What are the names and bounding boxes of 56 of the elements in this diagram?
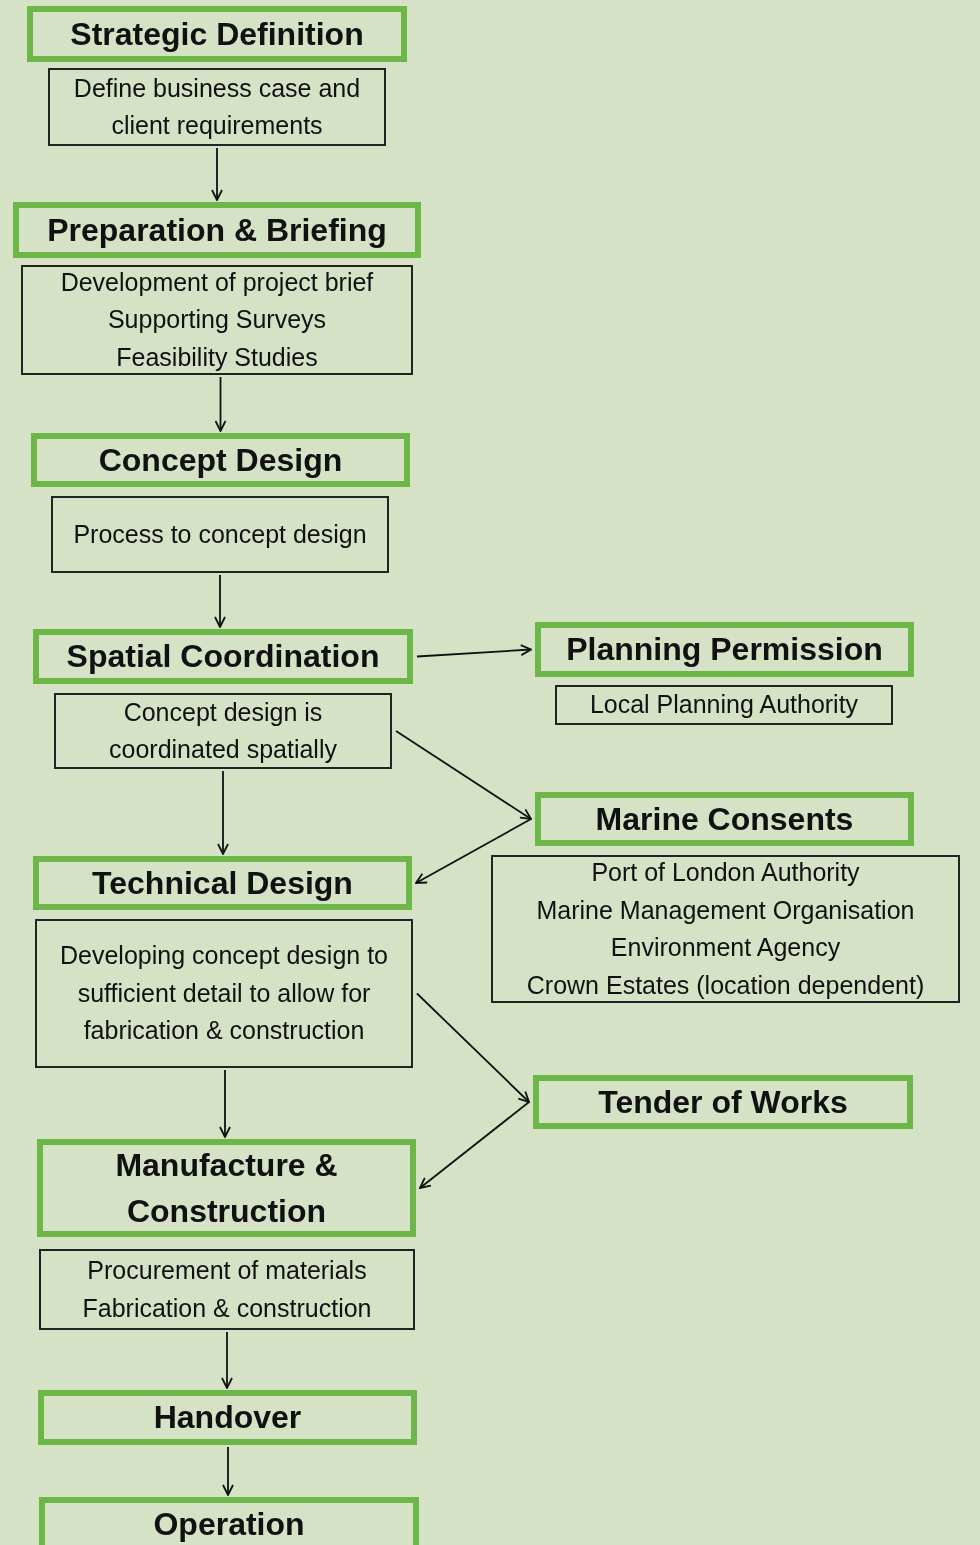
description-text: Marine Management Organisation: [536, 894, 915, 926]
description-text: Crown Estates (location dependent): [526, 969, 925, 1001]
stage-heading-box: [533, 1075, 913, 1129]
description-text: Feasibility Studies: [116, 341, 318, 373]
description-box: [21, 265, 413, 375]
description-text: Procurement of materials: [87, 1255, 367, 1286]
description-text: Development of project brief: [60, 266, 374, 298]
stage-title: Handover: [153, 1398, 302, 1438]
stage-title: Strategic Definition: [70, 14, 364, 54]
stage-heading-box: [31, 433, 410, 487]
stage-heading-box: [33, 629, 413, 684]
stage-title: Preparation & Briefing: [47, 210, 387, 250]
description-text: Fabrication & construction: [82, 1292, 372, 1324]
arrow: [214, 574, 226, 628]
description-text: Local Planning Authority: [589, 689, 859, 721]
stage-heading-box: [33, 856, 412, 910]
description-text: Process to concept design: [73, 518, 367, 550]
stage-title: Marine Consents: [595, 799, 854, 839]
arrow: [416, 992, 530, 1103]
description-text: Define business case and client requirements: [72, 72, 362, 141]
arrow: [219, 1069, 231, 1138]
description-box: [555, 685, 893, 725]
description-text: Supporting Surveys: [107, 304, 327, 336]
description-box: [48, 68, 386, 146]
stage-heading-box: [535, 622, 914, 677]
description-box: [39, 1249, 415, 1330]
stage-title: Technical Design: [92, 863, 353, 903]
stage-title: Concept Design: [98, 440, 343, 480]
stage-heading-box: [13, 202, 421, 258]
description-box: [51, 496, 389, 573]
arrow: [217, 770, 229, 855]
arrow: [395, 730, 532, 820]
arrow: [222, 1446, 234, 1496]
arrow: [214, 376, 227, 432]
stage-heading-box: [39, 1497, 419, 1545]
arrow: [419, 1101, 530, 1189]
arrow: [416, 644, 532, 658]
stage-title: Spatial Coordination: [66, 637, 380, 677]
stage-title: Tender of Works: [598, 1082, 848, 1122]
description-text: Concept design is coordinated spatially: [108, 696, 338, 765]
stage-heading-box: [535, 792, 914, 846]
description-box: [491, 855, 960, 1003]
description-text: Port of London Authority: [591, 857, 860, 888]
description-box: [54, 693, 392, 769]
stage-title: Operation: [153, 1504, 305, 1544]
stage-heading-box: [37, 1139, 416, 1237]
description-box: [35, 919, 413, 1068]
stage-heading-box: [27, 6, 407, 62]
stage-title: Planning Permission: [566, 630, 883, 670]
arrow: [221, 1331, 233, 1389]
arrow: [211, 147, 223, 201]
description-text: Environment Agency: [610, 932, 841, 963]
stage-title: Manufacture & Construction: [114, 1145, 339, 1231]
description-text: Developing concept design to sufficient detail to allow for fabrication & construction: [59, 940, 389, 1047]
arrow: [415, 818, 532, 884]
stage-heading-box: [38, 1390, 417, 1445]
